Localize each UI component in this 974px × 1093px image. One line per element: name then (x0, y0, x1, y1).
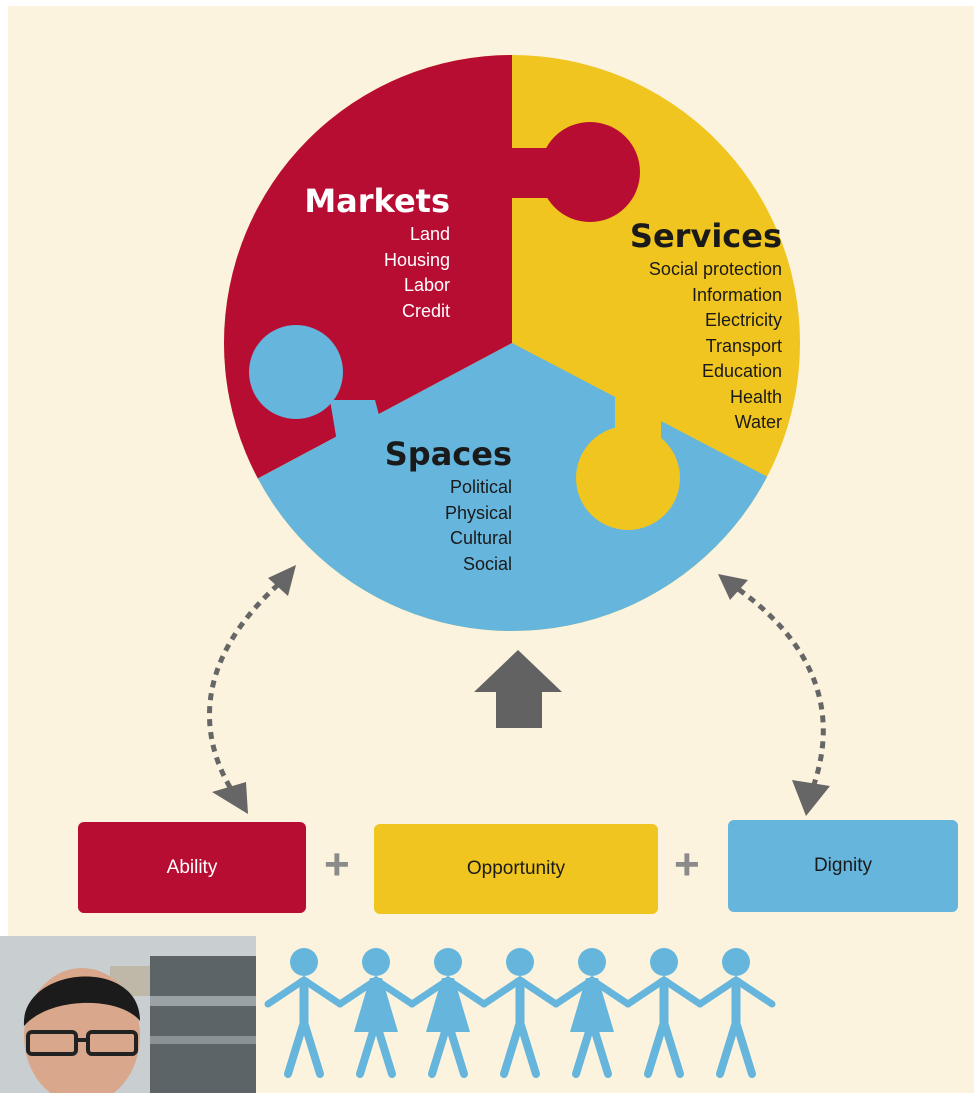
right-arrow-top-head (718, 574, 748, 600)
services-title: Services (629, 217, 782, 255)
person-icon (624, 948, 704, 1078)
markets-item: Land (409, 224, 450, 244)
dignity-box: Dignity (728, 820, 958, 912)
spaces-item: Political (449, 477, 512, 497)
webcam-person-hair (23, 976, 140, 1026)
person-icon (264, 948, 344, 1078)
webcam-shelf (150, 956, 256, 1093)
services-item: Transport (705, 335, 782, 356)
person-head (722, 948, 750, 976)
services-item: Electricity (704, 310, 782, 330)
spaces-item: Physical (444, 502, 512, 523)
person-legs (644, 1008, 684, 1078)
person-legs (500, 1008, 540, 1078)
person-legs (428, 1008, 468, 1078)
spaces-item: Cultural (449, 528, 512, 548)
services-label-group: Services Social protection Information E… (580, 217, 782, 436)
person-legs (572, 1008, 612, 1078)
person-body (570, 978, 614, 1032)
up-arrow (474, 650, 562, 728)
person-head (506, 948, 534, 976)
person-head (362, 948, 390, 976)
spaces-item: Social (462, 553, 512, 574)
plus-sign: + (674, 840, 700, 889)
spaces-label-group: Spaces Political Physical Cultural Socia… (340, 435, 512, 577)
person-icon (552, 948, 632, 1078)
left-dotted-arrow (207, 574, 290, 802)
plus-sign: + (324, 840, 350, 889)
person-body (426, 978, 470, 1032)
services-item: Water (734, 412, 782, 432)
webcam-video (0, 936, 256, 1093)
webcam-shelf-row (150, 1036, 256, 1044)
services-item: Information (691, 284, 782, 305)
webcam-overlay (0, 936, 256, 1093)
webcam-person-glasses (86, 1030, 138, 1056)
webcam-person-glasses (26, 1030, 78, 1056)
markets-title: Markets (304, 182, 450, 220)
person-body (354, 978, 398, 1032)
person-icon (336, 948, 416, 1078)
spaces-tab-neck (330, 400, 385, 460)
person-legs (716, 1008, 756, 1078)
left-arrow-top-head (268, 565, 296, 596)
person-head (434, 948, 462, 976)
person-icon (408, 948, 488, 1078)
spaces-tab-knob (249, 325, 343, 419)
services-item: Social protection (648, 259, 782, 279)
webcam-shelf-row (150, 996, 256, 1006)
person-head (650, 948, 678, 976)
person-legs (284, 1008, 324, 1078)
person-head (578, 948, 606, 976)
right-dotted-arrow (726, 579, 826, 801)
markets-item: Labor (403, 275, 450, 295)
opportunity-box: Opportunity (374, 824, 658, 914)
markets-item: Credit (401, 300, 450, 321)
services-item: Health (729, 386, 782, 407)
ability-box: Ability (78, 822, 306, 913)
ability-label: Ability (166, 856, 218, 878)
dignity-label: Dignity (813, 855, 873, 876)
services-item: Education (701, 361, 782, 381)
people-row (264, 948, 776, 1078)
person-icon (696, 948, 776, 1078)
opportunity-label: Opportunity (466, 858, 566, 879)
right-arrow-bottom-head (792, 780, 830, 816)
spaces-title: Spaces (384, 435, 512, 473)
left-arrow-bottom-head (212, 782, 248, 814)
person-head (290, 948, 318, 976)
markets-item: Housing (383, 249, 450, 270)
person-legs (356, 1008, 396, 1078)
services-tab-knob (576, 426, 680, 530)
person-icon (480, 948, 560, 1078)
markets-label-group: Markets Land Housing Labor Credit (260, 182, 450, 324)
markets-tab-knob (540, 122, 640, 222)
